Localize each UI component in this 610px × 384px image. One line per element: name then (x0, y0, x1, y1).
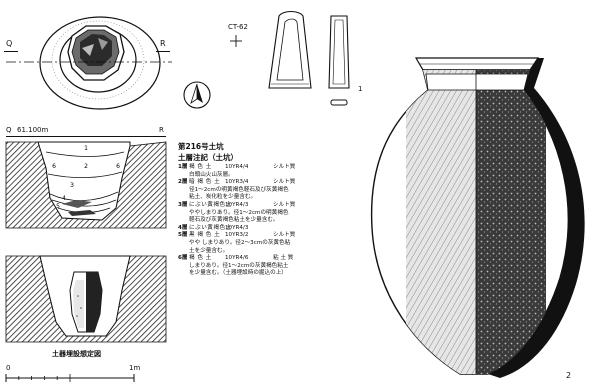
section-layer-mark-6a: 6 (52, 163, 56, 170)
pit-outer-outline (39, 16, 161, 110)
vessel-drawing (370, 57, 585, 378)
burial-caption: 土器埋設想定図 (52, 350, 101, 358)
section-elevation: 61.100m (17, 126, 49, 134)
section-layer-mark-1: 1 (84, 145, 88, 152)
plan-label-q: Q (6, 39, 13, 48)
pit-section-drawing: 1 2 3 4 5 6 6 (5, 141, 167, 229)
section-layer-mark-5: 5 (56, 203, 60, 210)
section-layer-mark-6b: 6 (116, 163, 120, 170)
plan-q-underline (4, 51, 18, 52)
plan-label-r: R (160, 39, 166, 48)
section-label-q: Q (6, 126, 12, 134)
scale-zero: 0 (6, 364, 11, 372)
section-label-r: R (159, 126, 164, 134)
crosshair-icon (230, 35, 242, 47)
burial-reconstruction-drawing (5, 255, 167, 343)
scale-end: 1m (129, 364, 141, 372)
section-datum-line (6, 136, 166, 137)
pit-plan-drawing (6, 16, 172, 110)
scale-bar (5, 374, 135, 382)
artifact-drawing (268, 10, 350, 106)
pit-title: 第216号土坑 (178, 142, 224, 151)
vessel-number: 2 (566, 371, 572, 380)
pit-subtitle: 土層注記（土坑） (178, 153, 238, 162)
plan-r-underline (156, 51, 170, 52)
section-layer-mark-3: 3 (70, 182, 74, 189)
artifact-code: CT-62 (228, 23, 248, 31)
section-layer-mark-4: 4 (62, 195, 66, 202)
section-layer-mark-2: 2 (84, 163, 88, 170)
artifact-number: 1 (358, 85, 363, 93)
north-arrow-icon (183, 81, 211, 109)
